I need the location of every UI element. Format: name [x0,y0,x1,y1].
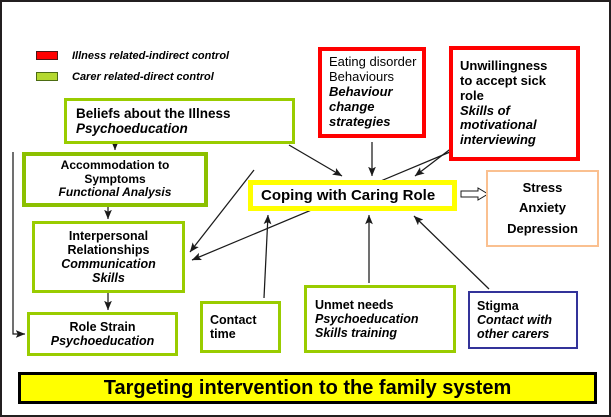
outcome-line-1: Stress [522,180,563,196]
eating-disorder-line-3: Behaviour [329,84,393,100]
arrow-contact-to-coping [263,214,272,299]
interpersonal-line-4: Skills [92,271,125,286]
unwillingness-line-5: motivational [460,117,537,133]
unwillingness-line-6: interviewing [460,132,536,148]
outcome-line-2: Anxiety [519,200,566,216]
node-beliefs-about-illness[interactable]: Beliefs about the Illness Psychoeducatio… [64,98,295,144]
legend-item-illness: Illness related-indirect control [36,47,229,64]
legend: Illness related-indirect control Carer r… [36,47,229,89]
eating-disorder-line-4: change [329,98,375,114]
node-accommodation-to-symptoms[interactable]: Accommodation to Symptoms Functional Ana… [22,152,208,207]
accommodation-line-3: Functional Analysis [58,185,172,200]
red-swatch-icon [36,51,58,60]
node-unmet-needs[interactable]: Unmet needs Psychoeducation Skills train… [304,285,456,353]
arrow-left-spine-to-rolestrain [12,152,26,338]
unmet-needs-line-3: Skills training [315,326,397,341]
node-unwillingness-to-accept-sick-role[interactable]: Unwillingness to accept sick role Skills… [449,46,580,161]
interpersonal-line-3: Communication [61,257,156,271]
role-strain-line-1: Role Strain [69,319,136,334]
node-contact-time[interactable]: Contact time [200,301,281,353]
stigma-line-3: other carers [477,327,550,342]
node-outcomes[interactable]: Stress Anxiety Depression [486,170,599,247]
unmet-needs-line-2: Psychoeducation [315,311,419,326]
arrow-stigma-to-coping [413,215,490,290]
legend-item-carer: Carer related-direct control [36,68,229,85]
eating-disorder-line-1: Eating disorder [329,54,417,70]
accommodation-line-2: Symptoms [84,171,146,186]
unwillingness-line-3: role [460,87,484,103]
green-swatch-icon [36,72,58,81]
unwillingness-line-1: Unwillingness [460,58,548,74]
title-banner-text: Targeting intervention to the family sys… [103,376,512,399]
unmet-needs-line-1: Unmet needs [315,297,394,312]
unwillingness-line-4: Skills of [460,102,510,118]
accommodation-line-1: Accommodation to [60,157,170,172]
stigma-line-2: Contact with [477,312,552,327]
interpersonal-line-1: Interpersonal [68,228,149,243]
node-eating-disorder-behaviours[interactable]: Eating disorder Behaviours Behaviour cha… [318,47,426,138]
node-role-strain[interactable]: Role Strain Psychoeducation [27,312,178,356]
outcome-line-3: Depression [507,220,578,236]
beliefs-line-2: Psychoeducation [76,121,188,136]
node-interpersonal-relationships[interactable]: Interpersonal Relationships Communicatio… [32,221,185,293]
beliefs-line-1: Beliefs about the Illness [76,105,231,121]
role-strain-line-2: Psychoeducation [50,334,155,348]
contact-time-line-2: time [210,327,236,341]
unwillingness-line-2: to accept sick [460,72,546,88]
legend-label-illness: Illness related-indirect control [72,49,230,62]
arrow-beliefs-to-coping [288,144,343,177]
arrow-coping-to-interpersonal [189,169,255,253]
interpersonal-line-2: Relationships [67,242,150,257]
contact-time-line-1: Contact [210,312,257,327]
title-banner: Targeting intervention to the family sys… [18,372,597,404]
block-arrow-coping-to-outcome [460,187,489,201]
node-coping-with-caring-role[interactable]: Coping with Caring Role [248,180,457,211]
coping-label: Coping with Caring Role [261,186,436,204]
eating-disorder-line-5: strategies [329,113,391,129]
legend-label-carer: Carer related-direct control [72,70,214,83]
eating-disorder-line-2: Behaviours [329,69,395,85]
stigma-line-1: Stigma [477,298,519,313]
node-stigma[interactable]: Stigma Contact with other carers [468,291,578,349]
